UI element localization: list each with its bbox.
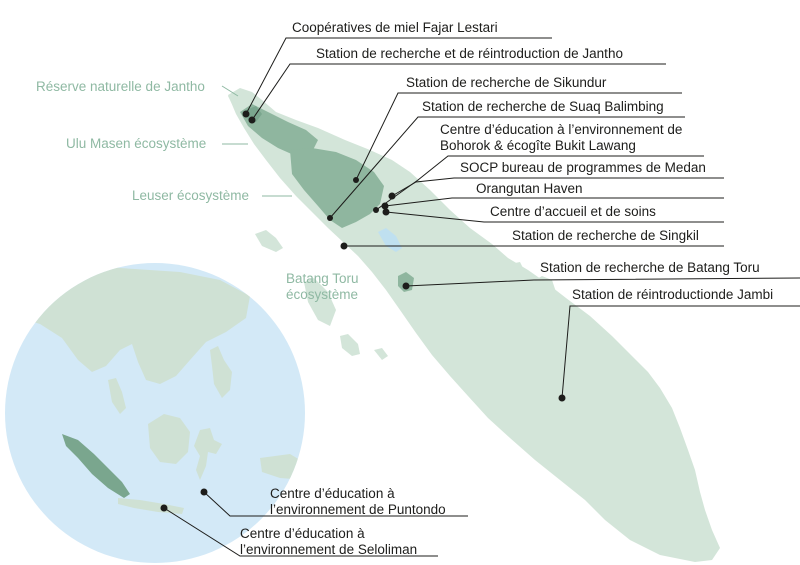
dot-orangutan-haven[interactable] <box>381 202 389 210</box>
leader-seloliman <box>163 507 438 557</box>
dot-medan[interactable] <box>388 192 396 200</box>
dot-jantho-station[interactable] <box>248 116 256 124</box>
eco-label-batang-toru: Batang Toru <box>286 271 359 286</box>
ecosystems <box>240 104 414 292</box>
site-dots <box>160 110 566 512</box>
inset-borneo <box>148 414 190 464</box>
batang-toru-ecosystem-area <box>398 272 414 292</box>
site-label-sikundur: Station de recherche de Sikundur <box>406 75 607 90</box>
dot-sikundur[interactable] <box>353 177 359 183</box>
small-island-a <box>374 348 388 360</box>
eco-label-batang-toru-line2: écosystème <box>286 287 358 302</box>
inset-sulawesi <box>194 428 222 480</box>
dot-suaq-balimbing[interactable] <box>327 215 333 221</box>
leader-medan <box>391 177 724 197</box>
leader-bohorok <box>375 155 704 211</box>
inset-malay-peninsula <box>108 378 126 414</box>
inset-philippines <box>210 346 232 398</box>
site-label-jambi: Station de réintroductionde Jambi <box>572 287 773 302</box>
dot-care-centre[interactable] <box>382 208 390 216</box>
site-label-medan: SOCP bureau de programmes de Medan <box>460 160 706 175</box>
small-island-b <box>510 262 524 274</box>
riau-islands <box>532 276 556 300</box>
dot-puntondo[interactable] <box>200 488 208 496</box>
dot-bohorok[interactable] <box>373 207 379 213</box>
leader-orangutan-haven <box>384 197 724 207</box>
simeulue-island <box>255 230 283 252</box>
inset-globe <box>5 263 305 563</box>
dot-jambi[interactable] <box>558 394 566 402</box>
eco-label-jantho: Réserve naturelle de Jantho <box>36 79 205 94</box>
site-label-bohorok-line2: Bohorok & écogîte Bukit Lawang <box>440 138 636 153</box>
leader-jantho-station <box>251 63 666 121</box>
site-label-fajar-lestari: Coopératives de miel Fajar Lestari <box>292 20 498 35</box>
site-labels: Coopératives de miel Fajar Lestari Stati… <box>240 20 773 557</box>
dot-batang-toru-station[interactable] <box>402 282 410 290</box>
site-label-orangutan-haven: Orangutan Haven <box>476 181 583 196</box>
site-leaders <box>163 37 800 557</box>
leader-batang-toru-station <box>405 277 800 287</box>
inset-taiwan <box>236 298 244 312</box>
leader-sikundur <box>355 92 682 181</box>
leuser-ecosystem-area <box>290 148 384 228</box>
bangka-island <box>580 326 602 350</box>
eco-leader-jantho <box>221 85 239 97</box>
leader-care-centre <box>385 211 724 223</box>
leader-jambi <box>561 305 800 399</box>
eco-label-ulu-masen: Ulu Masen écosystème <box>66 136 206 151</box>
site-label-suaq-balimbing: Station de recherche de Suaq Balimbing <box>422 99 664 114</box>
dot-singkil[interactable] <box>340 242 348 250</box>
ecosystem-labels: Réserve naturelle de Jantho Ulu Masen éc… <box>36 79 359 302</box>
leader-puntondo <box>203 491 468 517</box>
site-label-batang-toru-station: Station de recherche de Batang Toru <box>540 260 760 275</box>
nias-island <box>304 278 336 326</box>
siberut-island <box>340 334 360 356</box>
site-label-puntondo-line2: l’environnement de Puntondo <box>270 502 446 517</box>
dot-fajar-lestari[interactable] <box>242 110 250 118</box>
leader-fajar-lestari <box>245 37 552 115</box>
inset-sumatra-highlight <box>62 434 130 498</box>
eco-label-leuser: Leuser écosystème <box>132 188 249 203</box>
site-label-singkil: Station de recherche de Singkil <box>512 228 699 243</box>
site-label-care-centre: Centre d’accueil et de soins <box>490 204 656 219</box>
site-label-bohorok: Centre d’éducation à l’environnement de <box>440 122 682 137</box>
site-label-seloliman-line2: l’environnement de Seloliman <box>240 542 417 557</box>
site-label-seloliman: Centre d’éducation à <box>240 526 365 541</box>
site-label-puntondo: Centre d’éducation à <box>270 486 395 501</box>
leader-suaq-balimbing <box>329 116 685 219</box>
inset-hainan <box>170 334 182 344</box>
site-label-jantho-station: Station de recherche et de réintroductio… <box>316 46 623 61</box>
dot-seloliman[interactable] <box>160 504 168 512</box>
